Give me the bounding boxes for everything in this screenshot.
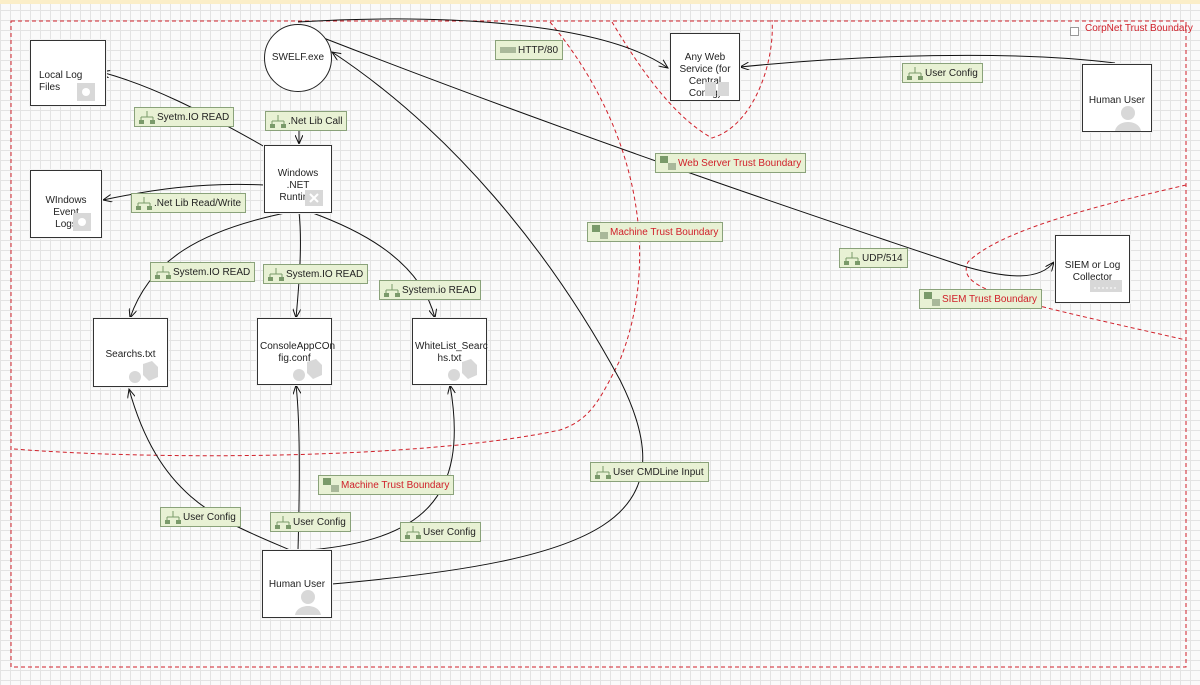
cube-icon bbox=[129, 361, 158, 383]
top-bar bbox=[0, 0, 1200, 4]
flow-icon bbox=[268, 267, 284, 281]
user-icon bbox=[295, 590, 321, 615]
boundary-icon bbox=[924, 292, 940, 306]
edge-user-to-webservice[interactable] bbox=[740, 54, 1116, 67]
flow-label-user-config-3[interactable]: User Config bbox=[400, 522, 481, 542]
siem-collector-label: SIEM or Log Collector bbox=[1064, 260, 1121, 283]
boundary-icon bbox=[592, 225, 608, 239]
flow-icon bbox=[155, 265, 171, 279]
flow-icon bbox=[405, 525, 421, 539]
edge-runtime-to-locallogs[interactable] bbox=[101, 72, 266, 148]
dotnet-runtime-node[interactable]: Windows .NET Runtime bbox=[264, 145, 332, 213]
flow-label-udp514[interactable]: UDP/514 bbox=[839, 248, 908, 268]
user-icon bbox=[1115, 106, 1141, 131]
cube-icon bbox=[293, 359, 322, 381]
flow-label-user-config-2[interactable]: User Config bbox=[270, 512, 351, 532]
web-server-boundary-label[interactable]: Web Server Trust Boundary bbox=[655, 153, 807, 173]
siem-collector-node[interactable]: SIEM or Log Collector bbox=[1055, 235, 1130, 303]
consoleapp-config-label: ConsoleAppCOn fig.conf bbox=[260, 341, 336, 364]
swelf-process[interactable]: SWELF.exe bbox=[264, 24, 332, 92]
flow-icon bbox=[270, 114, 286, 128]
edge-swelf-to-webservice[interactable] bbox=[297, 18, 668, 68]
close-icon bbox=[305, 190, 323, 206]
cube-icon bbox=[448, 359, 477, 381]
edge-runtime-to-searchs[interactable] bbox=[130, 211, 291, 318]
machine-boundary-label-1[interactable]: Machine Trust Boundary bbox=[587, 222, 724, 242]
file-gear-icon bbox=[77, 83, 95, 101]
edge-user-to-searchs[interactable] bbox=[129, 389, 291, 551]
local-log-files-label: Local Log Files bbox=[39, 70, 83, 93]
windows-event-logs-node[interactable]: WIndows Event Logs bbox=[30, 170, 102, 238]
flow-icon bbox=[275, 515, 291, 529]
device-icon bbox=[1090, 280, 1122, 292]
consoleapp-config-node[interactable]: ConsoleAppCOn fig.conf bbox=[257, 318, 336, 385]
edge-swelf-to-siem[interactable] bbox=[320, 36, 1054, 277]
windows-event-logs-label: WIndows Event Logs bbox=[45, 195, 87, 230]
any-web-service-node[interactable]: Any Web Service (for Central Config) bbox=[670, 33, 740, 101]
flow-icon bbox=[844, 251, 860, 265]
human-user-bottom-label: Human User bbox=[268, 579, 326, 590]
web-server-boundary-line[interactable] bbox=[611, 19, 773, 139]
flow-icon bbox=[500, 43, 516, 57]
siem-boundary-label[interactable]: SIEM Trust Boundary bbox=[919, 289, 1043, 309]
edge-user-cmdline-to-swelf[interactable] bbox=[332, 52, 644, 585]
searchs-txt-label: Searchs.txt bbox=[105, 349, 156, 360]
flow-label-systemio-read-1[interactable]: Syetm.IO READ bbox=[134, 107, 235, 127]
boundary-icon bbox=[323, 478, 339, 492]
searchs-txt-node[interactable]: Searchs.txt bbox=[93, 318, 168, 387]
flow-icon bbox=[139, 110, 155, 124]
flow-label-user-config-right[interactable]: User Config bbox=[902, 63, 983, 83]
file-gear-icon bbox=[73, 213, 91, 231]
siem-boundary-line[interactable] bbox=[965, 184, 1187, 341]
whitelist-searchs-node[interactable]: WhiteList_Searc hs.txt bbox=[412, 318, 488, 385]
swelf-process-label: SWELF.exe bbox=[271, 52, 325, 63]
flow-icon bbox=[595, 465, 611, 479]
human-user-right-node[interactable]: Human User bbox=[1082, 64, 1152, 132]
server-icon bbox=[705, 82, 729, 96]
machine-boundary-label-2[interactable]: Machine Trust Boundary bbox=[318, 475, 455, 495]
machine-boundary-line[interactable] bbox=[13, 21, 641, 457]
boundary-checkbox[interactable] bbox=[1070, 27, 1079, 36]
flow-icon bbox=[384, 283, 400, 297]
edge-runtime-to-consoleconf[interactable] bbox=[296, 211, 301, 318]
flow-icon bbox=[907, 66, 923, 80]
corpnet-boundary-label: CorpNet Trust Boundary bbox=[1085, 23, 1193, 34]
flow-label-net-lib-call[interactable]: .Net Lib Call bbox=[265, 111, 348, 131]
flow-icon bbox=[165, 510, 181, 524]
edge-user-to-whitelist[interactable] bbox=[309, 385, 454, 551]
dotnet-runtime-label: Windows .NET Runtime bbox=[277, 168, 319, 203]
human-user-bottom-node[interactable]: Human User bbox=[262, 550, 332, 618]
local-log-files-node[interactable]: Local Log Files bbox=[30, 40, 106, 106]
human-user-right-label: Human User bbox=[1088, 95, 1146, 106]
flow-icon bbox=[136, 196, 152, 210]
boundary-icon bbox=[660, 156, 676, 170]
flow-label-net-lib-rw[interactable]: .Net Lib Read/Write bbox=[131, 193, 247, 213]
flow-label-systemio-read-2[interactable]: System.IO READ bbox=[150, 262, 256, 282]
whitelist-searchs-label: WhiteList_Searc hs.txt bbox=[415, 341, 488, 364]
flow-label-user-cmdline[interactable]: User CMDLine Input bbox=[590, 462, 709, 482]
corpnet-boundary-rect[interactable] bbox=[10, 20, 1187, 668]
flow-label-http80[interactable]: HTTP/80 bbox=[495, 40, 564, 60]
flow-label-systemio-read-3[interactable]: System.IO READ bbox=[263, 264, 369, 284]
flow-label-user-config-1[interactable]: User Config bbox=[160, 507, 241, 527]
edge-runtime-to-eventlogs[interactable] bbox=[103, 183, 265, 200]
flow-label-systemio-read-4[interactable]: System.io READ bbox=[379, 280, 482, 300]
